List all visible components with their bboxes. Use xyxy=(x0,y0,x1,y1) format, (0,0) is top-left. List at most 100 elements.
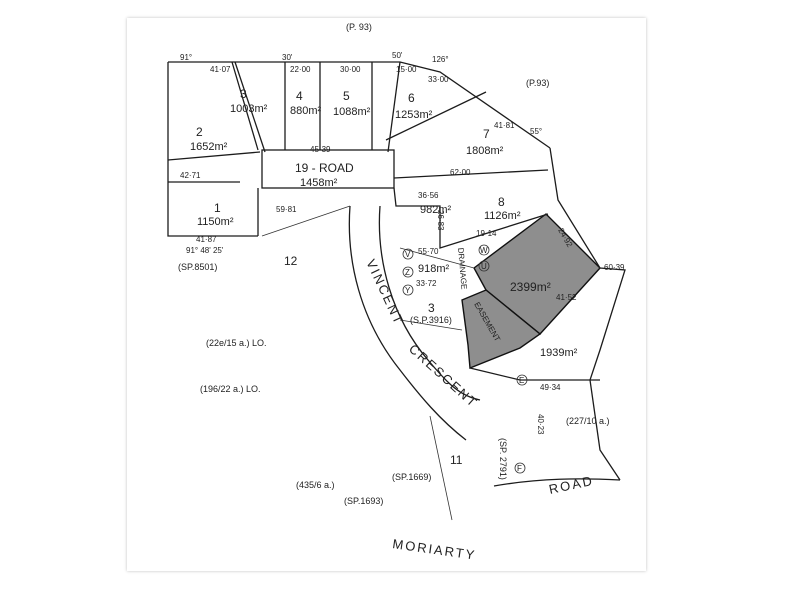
dim-3372: 33·72 xyxy=(416,279,437,288)
road-19-parcel xyxy=(261,149,395,189)
svg-text:Z: Z xyxy=(405,268,410,277)
ref-sp1693: (SP.1693) xyxy=(344,496,383,506)
marker-v: V xyxy=(402,248,414,260)
sp3916-label: (S.P.3916) xyxy=(410,315,452,325)
lot-12-label: 12 xyxy=(284,254,298,268)
svg-text:V: V xyxy=(405,250,411,259)
dim-4152: 41·52 xyxy=(556,293,577,302)
lot-12-lines xyxy=(261,205,351,237)
dim-4539: 45·39 xyxy=(310,145,331,154)
svg-text:Y: Y xyxy=(405,286,411,295)
marker-u: U xyxy=(478,260,490,272)
lot-7-area: 1808m² xyxy=(466,145,504,157)
dim-126: 126° xyxy=(432,55,449,64)
lot-918-area: 918m² xyxy=(418,263,450,275)
lot7-south-line xyxy=(393,169,549,179)
road-19-area: 1458m² xyxy=(300,177,338,189)
moriarty-road-label: MORIARTY xyxy=(392,536,478,563)
dim-6039: 60·39 xyxy=(604,263,625,272)
dim-3656: 36·56 xyxy=(418,191,439,200)
lot-lines-top xyxy=(234,61,266,153)
dim-4181: 41·81 xyxy=(494,121,515,130)
dim-4271: 42·71 xyxy=(180,171,201,180)
ref-p93-right: (P.93) xyxy=(526,78,549,88)
road-south-edge xyxy=(493,478,621,487)
marker-z: Z xyxy=(402,266,414,278)
dim-4107: 41·07 xyxy=(210,65,231,74)
lot-2-label: 2 xyxy=(196,125,203,139)
dim-3300: 33·00 xyxy=(428,75,449,84)
lot-1-label: 1 xyxy=(214,201,221,215)
dim-30: 30' xyxy=(282,53,293,62)
lot-2-area: 1652m² xyxy=(190,141,228,153)
dim-4934: 49·34 xyxy=(540,383,561,392)
svg-text:U: U xyxy=(481,262,487,271)
marker-f: F xyxy=(514,462,526,474)
lot-8-label: 8 xyxy=(498,195,505,209)
ref-sp2791: (SP. 2791) xyxy=(498,438,508,480)
road-label: ROAD xyxy=(548,473,596,497)
ref-sp8501: (SP.8501) xyxy=(178,262,217,272)
road-frontage-east xyxy=(469,367,600,381)
east-boundary xyxy=(549,147,626,481)
drainage-label: DRAINAGE xyxy=(456,247,469,289)
vincent-crescent-west-edge xyxy=(348,205,467,441)
ref-227: (227/10 a.) xyxy=(566,416,610,426)
marker-w: W xyxy=(478,244,490,256)
lot-11-label: 11 xyxy=(450,453,463,467)
shaded-lot-2399 xyxy=(473,213,601,335)
lot6-lot7-line xyxy=(385,91,487,141)
lot-3-area: 1003m² xyxy=(230,103,268,115)
lot-6-area: 1253m² xyxy=(395,109,433,121)
lot-3b-label: 3 xyxy=(428,301,435,315)
svg-text:F: F xyxy=(517,464,522,473)
dim-55: 55° xyxy=(530,127,542,136)
road-19-label: 19 - ROAD xyxy=(295,161,354,175)
ref-lo-1: (22e/15 a.) LO. xyxy=(206,338,267,348)
lot-2399-area: 2399m² xyxy=(510,280,551,294)
vincent-road-label: VINCENT xyxy=(363,257,407,328)
lot6-west-line xyxy=(387,61,401,153)
lot-1939-area: 1939m² xyxy=(540,347,578,359)
lot-4-label: 4 xyxy=(296,89,303,103)
lot3-west-line xyxy=(231,61,259,151)
dim-3000: 30·00 xyxy=(340,65,361,74)
north-boundary xyxy=(168,61,551,149)
lot-982-area: 982m² xyxy=(420,204,452,216)
dim-5570: 55·70 xyxy=(418,247,439,256)
lot-5-label: 5 xyxy=(343,89,350,103)
lot-8-area: 1126m² xyxy=(484,210,521,222)
sp3916-line xyxy=(399,319,463,331)
dim-50: 50' xyxy=(392,51,403,60)
vincent-crescent-east-edge xyxy=(378,205,481,401)
lot-4-area: 880m² xyxy=(290,105,322,117)
lot-6-label: 6 xyxy=(408,91,415,105)
dim-91: 91° xyxy=(180,53,192,62)
dim-91-48-25: 91° 48' 25' xyxy=(186,246,224,255)
lot2-lot1-line xyxy=(167,151,261,161)
dim-2200: 22·00 xyxy=(290,65,311,74)
dim-4187: 41·87 xyxy=(196,235,217,244)
lot-1-area: 1150m² xyxy=(197,216,234,228)
ref-sp1669: (SP.1669) xyxy=(392,472,431,482)
lot-7-label: 7 xyxy=(483,127,490,141)
ref-p93-top: (P. 93) xyxy=(346,22,372,32)
svg-text:E: E xyxy=(519,376,524,385)
lot-11-lines xyxy=(429,415,453,521)
dim-1500: 15·00 xyxy=(396,65,417,74)
marker-y: Y xyxy=(402,284,414,296)
lot-5-area: 1088m² xyxy=(333,106,371,118)
west-boundary xyxy=(167,62,258,237)
dim-1914: 19·14 xyxy=(476,229,497,238)
dim-4023: 40·23 xyxy=(536,414,545,435)
marker-e: E xyxy=(516,374,528,386)
lot8-line xyxy=(393,187,549,249)
lot-3-label: 3 xyxy=(240,87,247,101)
dim-6200: 62·00 xyxy=(450,168,471,177)
dim-5981: 59·81 xyxy=(276,205,297,214)
shaded-lot-strip xyxy=(461,289,542,370)
ref-435: (435/6 a.) xyxy=(296,480,335,490)
ref-lo-2: (196/22 a.) LO. xyxy=(200,384,261,394)
svg-text:W: W xyxy=(480,246,488,255)
